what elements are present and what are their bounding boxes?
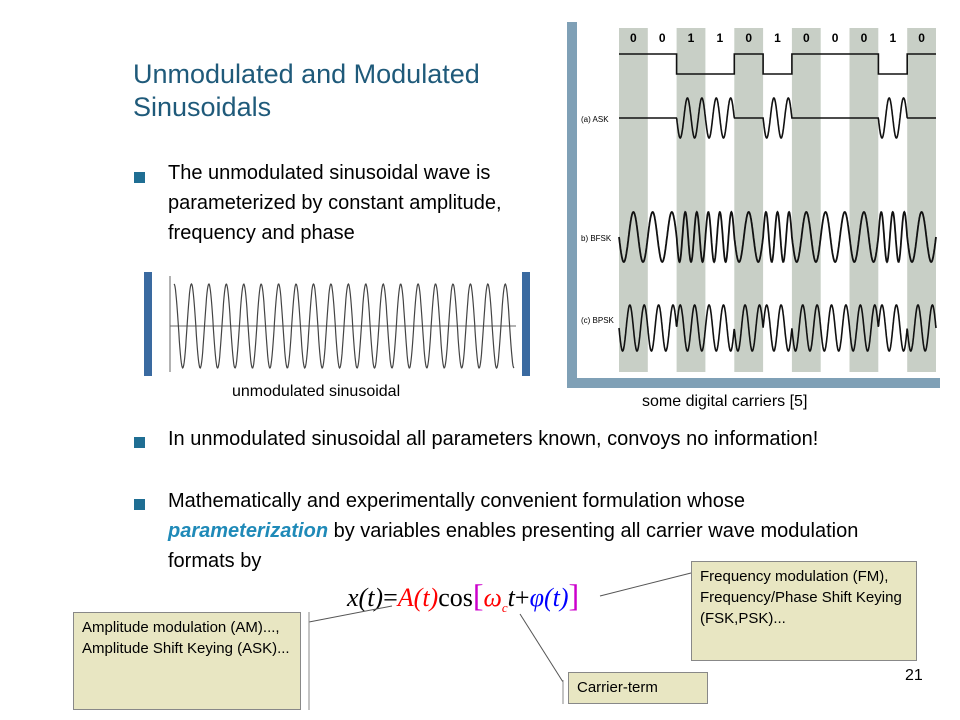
formula-amplitude-arg: (t): [413, 583, 439, 612]
bit-label: 1: [717, 31, 724, 45]
callout-frequency-modulation: Frequency modulation (FM), Frequency/Pha…: [691, 561, 917, 661]
bit-stripe: [791, 28, 821, 372]
connector-carrier: [519, 613, 564, 683]
plot-bracket-right: [522, 272, 530, 376]
bullet-3-text: Mathematically and experimentally conven…: [168, 490, 745, 512]
bit-label: 0: [630, 31, 637, 45]
formula-phi-arg: (t): [543, 583, 569, 612]
formula-amplitude: A: [397, 583, 414, 612]
bit-stripe: [676, 28, 706, 372]
plot-bracket-left: [144, 272, 152, 376]
modulation-formula: x(t)=A(t)cos[ωct+φ(t)]: [347, 578, 579, 625]
bit-label: 1: [688, 31, 695, 45]
bit-label: 0: [832, 31, 839, 45]
bullet-3-text-end: by variables enables presenting all carr…: [168, 520, 859, 572]
bullet-3-accent: parameterization: [168, 520, 329, 542]
bullet-3: Mathematically and experimentally conven…: [168, 486, 888, 576]
bullet-marker: [134, 499, 145, 510]
figure-border-left: [567, 22, 577, 388]
page-number: 21: [905, 667, 923, 684]
caption-unmodulated: unmodulated sinusoidal: [232, 383, 401, 400]
bit-label: 1: [774, 31, 781, 45]
formula-eq: =: [383, 583, 398, 612]
bullet-2: In unmodulated sinusoidal all parameters…: [168, 428, 819, 450]
connector-amplitude: [308, 605, 393, 623]
bit-label: 0: [803, 31, 810, 45]
formula-omega-subscript: c: [501, 600, 508, 616]
bit-label: 0: [861, 31, 868, 45]
connector-frequency: [599, 572, 692, 597]
formula-bracket-left: [: [472, 577, 484, 613]
caption-digital-carriers: some digital carriers [5]: [642, 393, 808, 410]
bfsk-waveform: [618, 210, 937, 264]
row-label-bfsk: b) BFSK: [581, 234, 612, 243]
digital-carriers-figure: 0 0 1 1 0 1 0 0 0 1 0 (a) ASK b) BFSK (c) BPSK: [567, 22, 940, 388]
bit-stripe: [619, 28, 648, 372]
formula-omega: ω: [483, 583, 502, 612]
bullet-marker: [134, 437, 145, 448]
bit-stripe: [734, 28, 764, 372]
row-label-bpsk: (c) BPSK: [581, 316, 615, 325]
formula-x: x: [347, 583, 359, 612]
bit-label: 1: [889, 31, 896, 45]
figure-border-bottom: [567, 378, 940, 388]
slide-title: Unmodulated and Modulated Sinusoidals: [133, 59, 480, 122]
callout-amplitude-modulation: Amplitude modulation (AM)..., Amplitude …: [73, 612, 301, 710]
formula-phi: φ: [529, 583, 544, 612]
bpsk-waveform: [618, 303, 937, 353]
bit-label: 0: [659, 31, 666, 45]
formula-t: t: [507, 583, 515, 612]
digital-data-signal: [619, 53, 936, 75]
formula-cos: cos: [438, 583, 473, 612]
formula-plus: +: [514, 583, 530, 612]
unmodulated-sine-wave: [173, 282, 515, 370]
callout-carrier-term: Carrier-term: [568, 672, 708, 704]
formula-bracket-right: ]: [568, 577, 580, 613]
unmodulated-plot: [144, 272, 530, 376]
formula-x-arg: (t): [358, 583, 384, 612]
bullet-marker: [134, 172, 145, 183]
bit-label: 0: [918, 31, 925, 45]
bit-stripe: [907, 28, 936, 372]
bit-stripe: [849, 28, 879, 372]
bit-label: 0: [745, 31, 752, 45]
ask-waveform: [619, 97, 936, 139]
row-label-ask: (a) ASK: [581, 115, 609, 124]
bullet-1: The unmodulated sinusoidal wave is param…: [168, 162, 502, 244]
